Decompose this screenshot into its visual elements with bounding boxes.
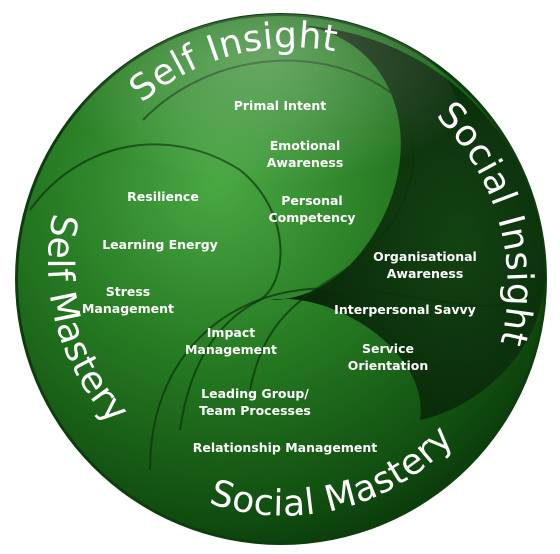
competency-resilience: Resilience [127, 189, 199, 204]
competency-relationship-management: Relationship Management [193, 440, 378, 455]
divider-social-mastery [149, 287, 521, 471]
social-insight-region [270, 25, 545, 420]
sphere-highlight [80, 14, 460, 230]
competency-learning-energy: Learning Energy [102, 237, 218, 252]
competency-leading-group-team-processes: Leading Group/Team Processes [199, 386, 311, 418]
competency-primal-intent: Primal Intent [234, 98, 327, 113]
competency-interpersonal-savvy: Interpersonal Savvy [334, 302, 476, 317]
